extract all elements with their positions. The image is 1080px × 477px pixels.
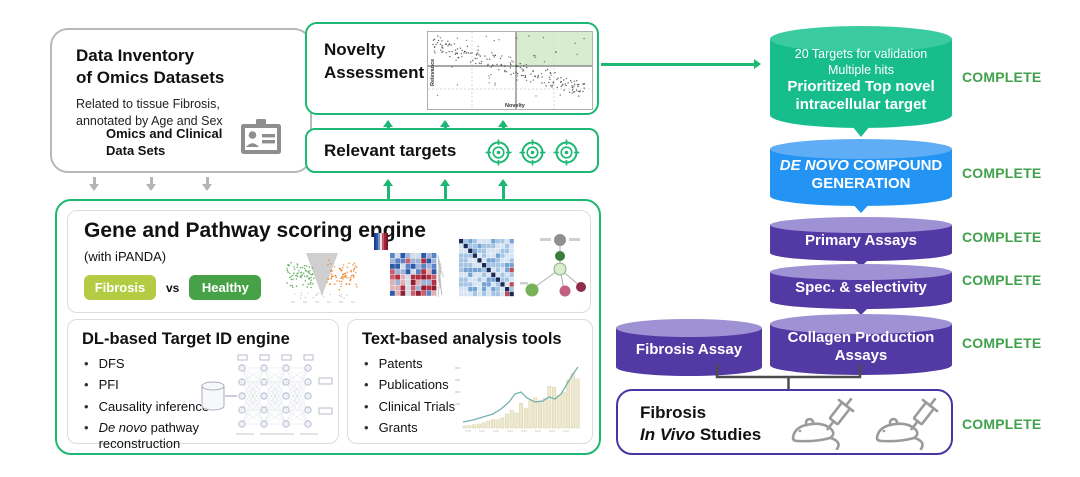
status-badge: COMPLETE	[962, 272, 1042, 288]
invivo-studies-box: Fibrosis In Vivo Studies	[616, 389, 953, 455]
data-inventory-subtitle: Related to tissue Fibrosis, annotated by…	[76, 97, 223, 128]
dl-bullet: •DFS	[84, 356, 125, 371]
novelty-assessment-title: Novelty Assessment	[324, 40, 425, 82]
flow-arrow-up	[383, 179, 392, 199]
status-badge: COMPLETE	[962, 165, 1042, 181]
scoring-engine-subtitle: (with iPANDA)	[84, 249, 167, 264]
status-badge: COMPLETE	[962, 229, 1042, 245]
flow-arrow-down	[146, 177, 155, 191]
correlation-matrix-thumbnail	[459, 239, 514, 297]
novelty-assessment-box: Novelty Assessment Relevance Novelty	[305, 22, 599, 115]
data-inventory-box: Data Inventory of Omics Datasets Related…	[50, 28, 312, 173]
invivo-studies-title: Fibrosis In Vivo Studies	[640, 403, 762, 445]
dl-bullet: •De novo pathway reconstruction	[84, 419, 200, 451]
text-analysis-card: Text-based analysis tools •Patents •Publ…	[347, 319, 593, 444]
volcano-plot-thumbnail	[286, 253, 358, 303]
mouse-syringe-icon	[870, 397, 948, 455]
flow-arrow-up	[383, 120, 392, 128]
fibrosis-pill: Fibrosis	[84, 275, 156, 300]
pathway-network-thumbnail	[520, 234, 586, 297]
target-cylinder-bold-text: Prioritized Top novel intracellular targ…	[787, 78, 935, 114]
relevant-targets-box: Relevant targets	[305, 128, 599, 173]
flow-arrow-down	[89, 177, 98, 191]
dl-engine-title: DL-based Target ID engine	[82, 330, 290, 348]
text-bullet: •Grants	[364, 419, 418, 435]
target-icon	[519, 139, 546, 171]
spec-selectivity-cylinder: Spec. & selectivity	[770, 264, 952, 315]
spec-selectivity-label: Spec. & selectivity	[795, 279, 927, 296]
vs-label: vs	[166, 280, 180, 295]
target-icon	[485, 139, 512, 171]
bracket-connector	[715, 364, 862, 389]
collagen-assays-label: Collagen Production Assays	[787, 328, 935, 364]
healthy-pill: Healthy	[189, 275, 262, 300]
denovo-generation-cylinder: DE NOVO COMPOUND GENERATION	[770, 139, 952, 213]
scoring-engine-title: Gene and Pathway scoring engine	[84, 219, 426, 242]
text-tools-title: Text-based analysis tools	[362, 330, 562, 348]
flow-arrow-up	[440, 120, 449, 128]
mouse-syringe-icon	[786, 397, 864, 455]
data-inventory-title: Data Inventory of Omics Datasets	[76, 46, 225, 87]
omics-clinical-datasets-label: Omics and Clinical Data Sets	[106, 126, 223, 158]
text-bullet: •Patents	[364, 356, 423, 371]
collagen-assays-cylinder: Collagen Production Assays	[770, 314, 952, 375]
id-badge-icon	[238, 118, 284, 163]
relevant-targets-label: Relevant targets	[324, 140, 457, 160]
svg-text:Relevance: Relevance	[430, 59, 436, 86]
publication-trend-thumbnail	[455, 366, 580, 432]
prioritized-target-cylinder: 20 Targets for validation Multiple hits …	[770, 26, 952, 137]
fibrosis-assay-label: Fibrosis Assay	[635, 340, 743, 358]
dl-bullet: •PFI	[84, 377, 119, 393]
scoring-engine-box: Gene and Pathway scoring engine (with iP…	[55, 199, 601, 455]
dl-bullet: •Causality inference	[84, 398, 210, 414]
fibrosis-assay-cylinder: Fibrosis Assay	[616, 319, 762, 376]
dl-target-id-card: DL-based Target ID engine •DFS •PFI •Cau…	[67, 319, 339, 451]
target-icon	[553, 139, 580, 171]
flow-arrow-up	[498, 120, 507, 128]
novelty-relevance-scatter-plot: Relevance Novelty	[427, 31, 593, 110]
status-badge: COMPLETE	[962, 69, 1042, 85]
scoring-engine-card: Gene and Pathway scoring engine (with iP…	[67, 210, 591, 313]
flow-arrow-up	[498, 179, 507, 199]
flow-arrow-up	[440, 179, 449, 199]
flow-arrow-down	[202, 177, 211, 191]
status-badge: COMPLETE	[962, 335, 1042, 351]
heatmap-thumbnail	[374, 233, 445, 297]
primary-assays-cylinder: Primary Assays	[770, 217, 952, 267]
status-badge: COMPLETE	[962, 416, 1042, 432]
svg-text:Novelty: Novelty	[505, 103, 526, 109]
denovo-cylinder-text: DE NOVO COMPOUND GENERATION	[779, 156, 943, 192]
text-bullet: •Publications	[364, 377, 449, 393]
flow-arrow-right	[601, 59, 761, 68]
neural-network-thumbnail	[201, 354, 333, 435]
text-bullet: •Clinical Trials	[364, 398, 456, 414]
target-cylinder-text: 20 Targets for validation Multiple hits	[794, 46, 928, 77]
primary-assays-label: Primary Assays	[804, 231, 918, 249]
